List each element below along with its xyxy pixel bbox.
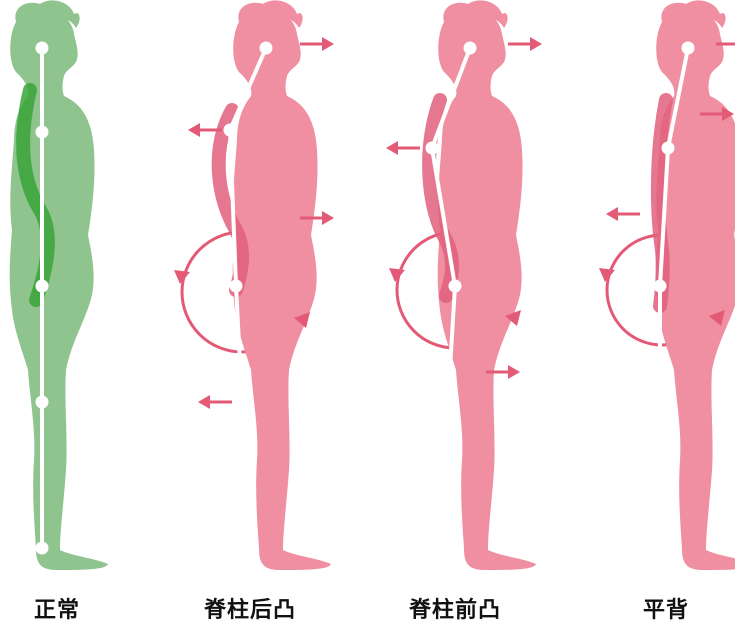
joint-dot (449, 280, 462, 293)
joint-dot (230, 280, 243, 293)
arrow-head (606, 207, 618, 221)
joint-dot (36, 280, 49, 293)
arrow-head (322, 37, 334, 51)
joint-dot (36, 396, 49, 409)
joint-dot (236, 542, 249, 555)
figure-lordosis (386, 0, 542, 570)
label-normal: 正常 (0, 592, 137, 624)
arrow-head (198, 395, 210, 409)
figure-flat-back (599, 0, 735, 570)
label-flat-back: 平背 (586, 592, 735, 624)
joint-dot (682, 42, 695, 55)
joint-dot (36, 42, 49, 55)
joint-dot (654, 396, 667, 409)
joint-dot (442, 396, 455, 409)
figure-kyphosis (174, 0, 334, 570)
joint-dot (662, 142, 675, 155)
joint-dot (36, 126, 49, 139)
label-kyphosis: 脊柱后凸 (170, 592, 330, 624)
arrow-head (530, 37, 542, 51)
arrow-head (188, 123, 200, 137)
joint-dot (236, 396, 249, 409)
joint-dot (650, 542, 663, 555)
joint-dot (436, 542, 449, 555)
joint-dot (224, 124, 237, 137)
joint-dot (464, 42, 477, 55)
joint-dot (654, 280, 667, 293)
joint-dot (260, 42, 273, 55)
arrow-head (386, 141, 398, 155)
arrow-head (508, 365, 520, 379)
figure-normal (10, 0, 108, 570)
label-lordosis: 脊柱前凸 (375, 592, 535, 624)
joint-dot (426, 142, 439, 155)
arrow-head (322, 211, 334, 225)
joint-dot (36, 542, 49, 555)
